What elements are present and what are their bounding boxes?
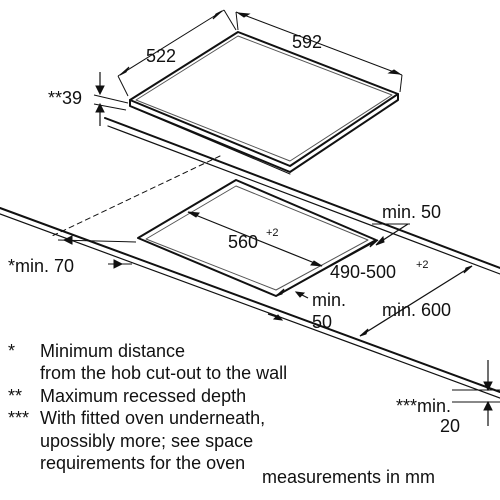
hob-height-dimension	[93, 72, 129, 126]
hob-outline	[129, 31, 399, 175]
cutout-width-dimension	[187, 211, 323, 267]
front-clearance-dimension	[267, 291, 309, 321]
cutout-depth-label: 490-500	[330, 262, 396, 282]
hob-depth-dimension	[117, 9, 237, 97]
legend-continuation: requirements for the oven	[40, 453, 246, 474]
cutout-outline	[137, 179, 377, 297]
hob-width-label: 592	[292, 32, 322, 52]
cutout-depth-tolerance: +2	[416, 259, 429, 271]
side-clearance-dimension	[57, 235, 137, 269]
worktop-thickness-dimension	[452, 360, 500, 426]
side-clearance-label: *min. 70	[8, 256, 74, 276]
rear-clearance-dimension	[372, 223, 410, 246]
front-clearance-label-a: min.	[312, 290, 346, 310]
front-clearance-label-b: 50	[312, 312, 332, 332]
legend-item: *** With fitted oven underneath,	[8, 407, 498, 429]
cutout-width-label: 560	[228, 232, 258, 252]
worktop-outline	[0, 117, 500, 399]
legend-text: Minimum distance	[40, 341, 186, 361]
front-edge-clearance-dimension	[359, 265, 473, 337]
legend-item: * Minimum distance	[8, 340, 498, 362]
hob-width-dimension	[235, 11, 403, 93]
legend-continuation: upossibly more; see space	[40, 430, 254, 451]
rear-clearance-label: min. 50	[382, 202, 441, 222]
legend-continuation: from the hob cut-out to the wall	[40, 363, 288, 384]
front-edge-clearance-label: min. 600	[382, 300, 451, 320]
legend-symbol: ***	[8, 408, 30, 429]
hob-height-label: **39	[48, 88, 82, 108]
units-note: measurements in mm	[262, 467, 436, 487]
cutout-width-tolerance: +2	[266, 227, 279, 239]
legend-item: ** Maximum recessed depth	[8, 385, 498, 407]
legend-symbol: **	[8, 385, 23, 406]
legend-text: With fitted oven underneath,	[40, 408, 266, 429]
cutout-depth-dimension	[275, 239, 379, 297]
footnote-legend: * Minimum distance from the hob cut-out …	[8, 340, 498, 474]
legend-symbol: *	[8, 341, 16, 361]
worktop-thickness-label-a: ***min.	[396, 396, 451, 416]
hob-depth-label: 522	[146, 46, 176, 66]
worktop-thickness-label-b: 20	[440, 416, 460, 436]
legend-text: Maximum recessed depth	[40, 385, 247, 406]
